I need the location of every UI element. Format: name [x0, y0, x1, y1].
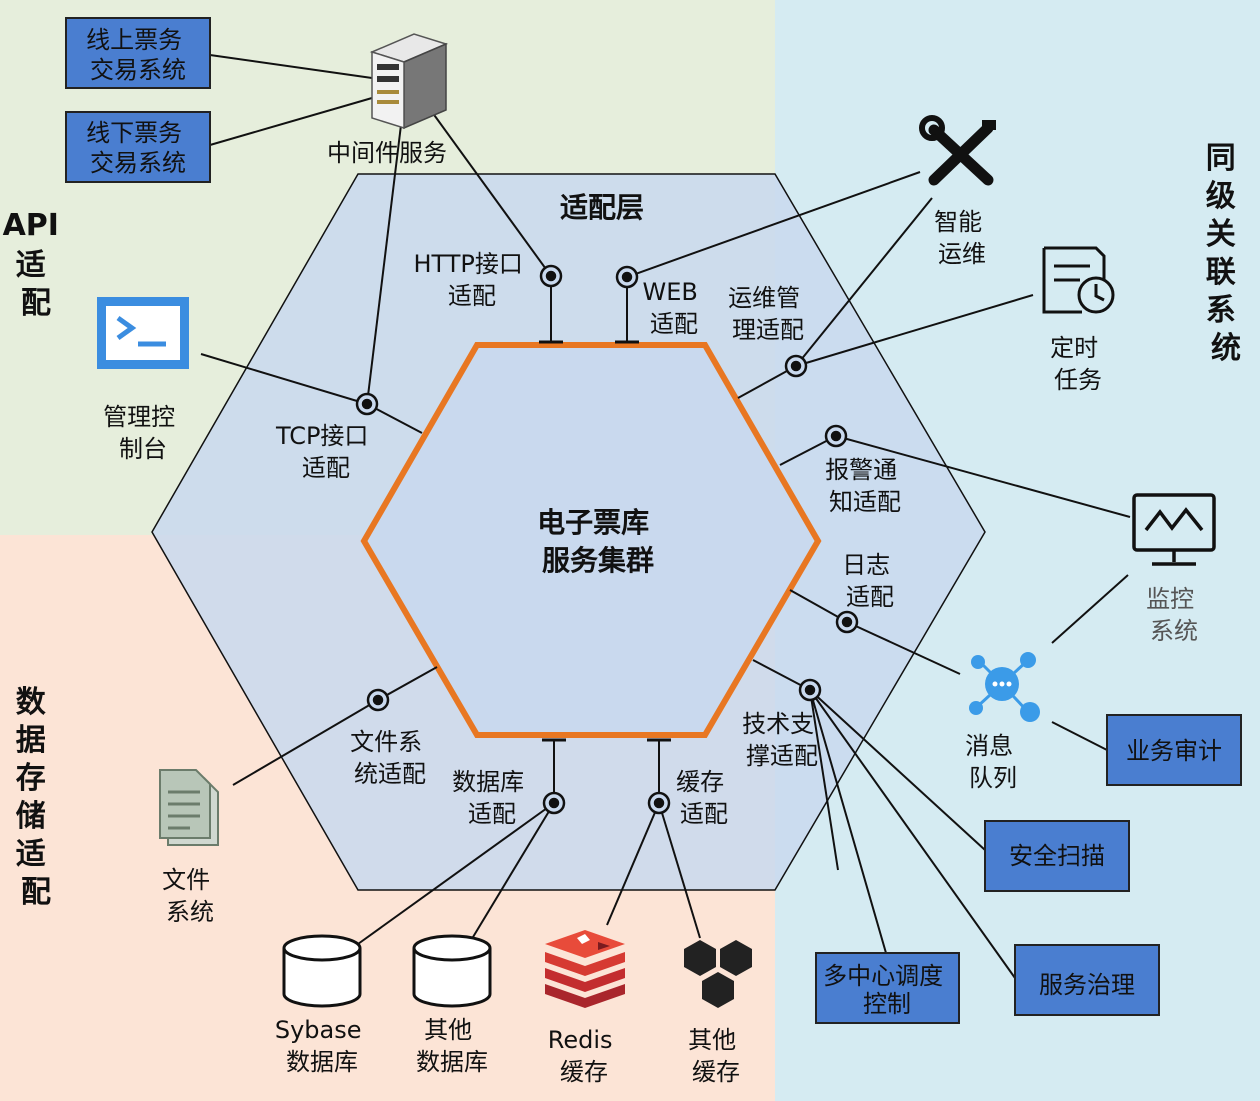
service-governance-box: 服务治理: [1014, 944, 1160, 1016]
monitor-system-label: 监控 系统: [1146, 585, 1202, 645]
message-queue-icon: [969, 652, 1040, 722]
message-queue-label: 消息 队列: [965, 732, 1021, 792]
monitor-icon: [1132, 493, 1216, 566]
cache-cluster-icon: [684, 940, 752, 1008]
peer-zone-label: 同 级 关 联 系 统: [1206, 141, 1246, 366]
terminal-icon: [97, 297, 189, 369]
fs-adapter-label: 文件系 统适配: [350, 728, 430, 788]
endpoint-marker: [647, 791, 671, 815]
endpoint-marker: [615, 265, 639, 289]
console-label: 管理控 制台: [103, 403, 183, 463]
redis-cache-label: Redis 缓存: [548, 1026, 620, 1086]
storage-zone-char: 配: [21, 875, 51, 910]
multicenter-scheduling-box: 多中心调度 控制: [815, 952, 960, 1024]
alarm-adapter-label: 报警通 知适配: [825, 456, 905, 516]
peer-zone-char: 系: [1206, 293, 1236, 328]
middleware-label: 中间件服务: [327, 139, 447, 167]
smart-ops-label: 智能 运维: [934, 208, 990, 268]
log-adapter-label: 日志 适配: [842, 551, 898, 611]
peer-zone-char: 联: [1206, 255, 1236, 290]
core-line: 服务集群: [542, 544, 654, 577]
svg-text:多中心调度 控制: 多中心调度 控制: [823, 962, 951, 1018]
peer-zone-char: 关: [1206, 217, 1236, 252]
core-cluster-label: 电子票库 服务集群: [537, 506, 659, 577]
endpoint-marker: [366, 688, 390, 712]
storage-zone-char: 储: [16, 799, 46, 834]
storage-zone-char: 存: [16, 761, 46, 796]
offline-ticket-system-box: 线下票务 交易系统: [65, 111, 211, 183]
api-zone-label: API 适 配: [3, 208, 70, 321]
api-zone-char: 适: [16, 248, 46, 283]
tcp-adapter-label: TCP接口 适配: [275, 422, 376, 482]
db-adapter-label: 数据库 适配: [452, 768, 532, 828]
server-icon: [369, 33, 449, 130]
endpoint-marker: [355, 392, 379, 416]
other-db-label: 其他 数据库: [416, 1016, 488, 1076]
svg-text:安全扫描: 安全扫描: [1009, 842, 1105, 870]
adapter-layer-title: 适配层: [560, 191, 644, 224]
cache-adapter-label: 缓存 适配: [676, 768, 732, 828]
peer-zone-char: 级: [1206, 179, 1236, 214]
peer-zone-char: 同: [1206, 141, 1236, 176]
svg-text:业务审计: 业务审计: [1126, 737, 1222, 765]
storage-zone-char: 数: [16, 685, 47, 720]
tools-icon: [919, 115, 996, 186]
redis-icon: [545, 930, 625, 1008]
other-cache-label: 其他 缓存: [688, 1026, 744, 1086]
core-hexagon: [360, 342, 822, 738]
online-ticket-system-box: 线上票务 交易系统: [65, 17, 211, 89]
database-icon: [282, 934, 362, 1008]
scheduled-task-icon: [1042, 246, 1115, 314]
document-icon: [159, 769, 219, 846]
web-adapter-label: WEB 适配: [643, 278, 706, 338]
security-scan-box: 安全扫描: [984, 820, 1130, 892]
file-system-label: 文件 系统: [162, 866, 218, 926]
endpoint-marker: [835, 610, 859, 634]
svg-text:线上票务 交易系统: 线上票务 交易系统: [86, 26, 190, 84]
sybase-db-label: Sybase 数据库: [275, 1016, 369, 1076]
api-zone-char: API: [3, 208, 59, 243]
scheduled-task-label: 定时 任务: [1050, 334, 1106, 394]
endpoint-marker: [539, 264, 563, 288]
peer-zone-char: 统: [1211, 331, 1241, 366]
endpoint-marker: [784, 354, 808, 378]
storage-zone-char: 适: [16, 837, 46, 872]
ops-adapter-label: 运维管 理适配: [728, 284, 808, 344]
core-ports: [539, 340, 671, 742]
svg-text:线下票务 交易系统: 线下票务 交易系统: [86, 119, 190, 177]
api-zone-char: 配: [21, 286, 51, 321]
storage-zone-label: 数 据 存 储 适 配: [16, 685, 56, 910]
adapter-endpoints: [355, 264, 859, 815]
endpoint-marker: [824, 424, 848, 448]
http-adapter-label: HTTP接口 适配: [413, 250, 530, 310]
endpoint-marker: [542, 791, 566, 815]
tech-adapter-label: 技术支 撑适配: [742, 710, 822, 770]
storage-zone-char: 据: [16, 723, 46, 758]
business-audit-box: 业务审计: [1106, 714, 1242, 786]
core-line: 电子票库: [537, 506, 649, 539]
database-icon: [412, 934, 492, 1008]
endpoint-marker: [798, 678, 822, 702]
svg-text:服务治理: 服务治理: [1039, 971, 1135, 999]
